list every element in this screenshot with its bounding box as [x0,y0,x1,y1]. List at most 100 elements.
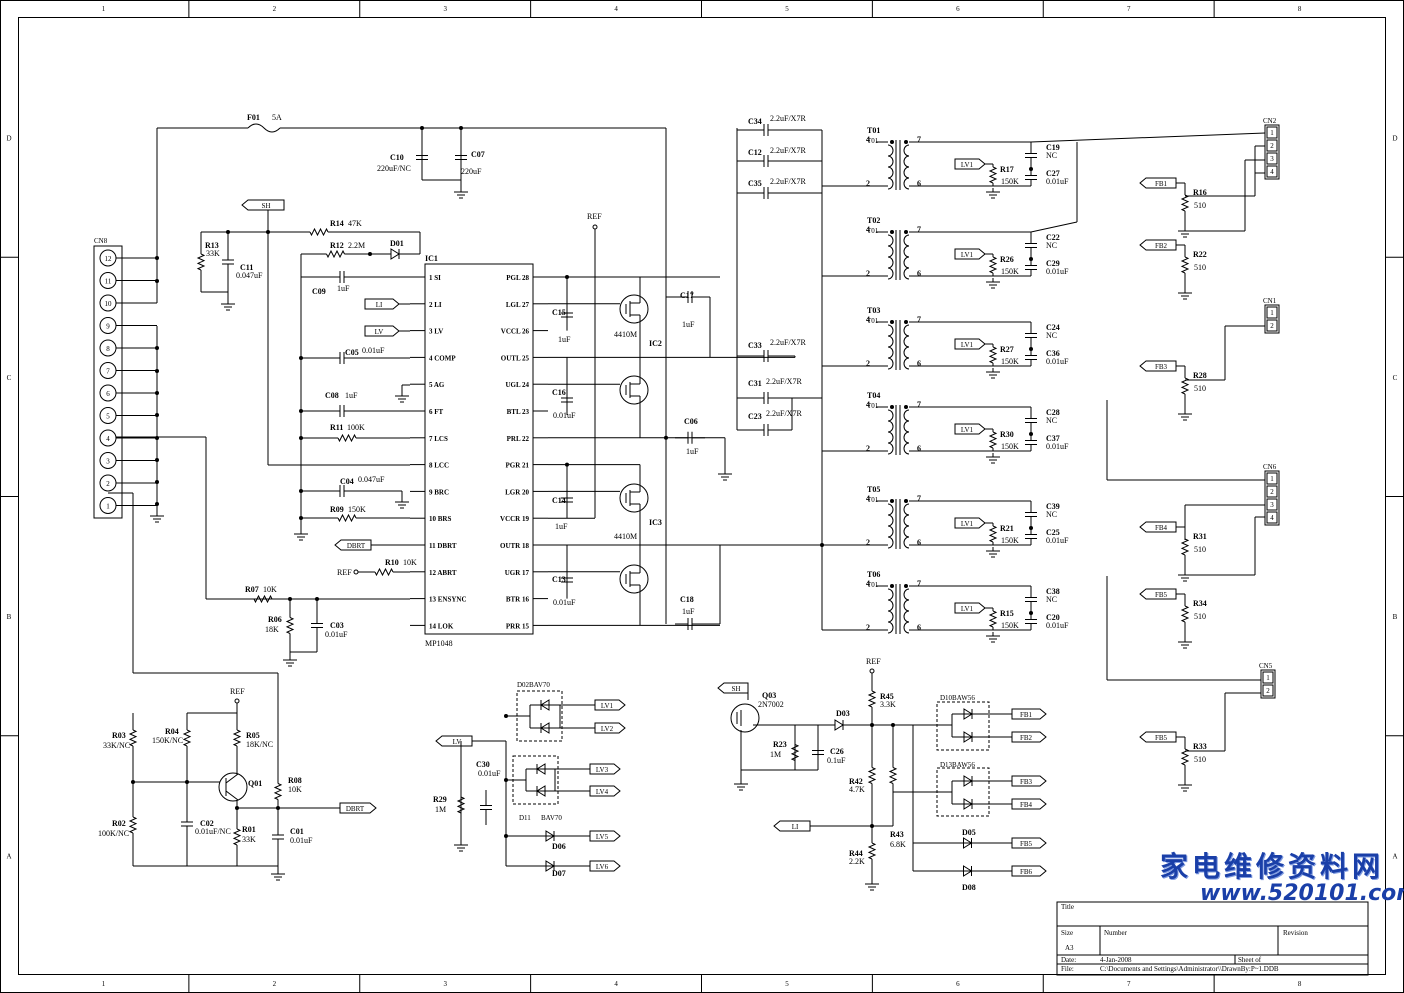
t01-pin7: 7 [917,135,921,144]
label-ic1: IC1 [425,254,438,263]
label-q03v: 2N7002 [758,700,784,709]
t02-pin4: 4 [866,225,870,234]
label-col-5: 5 [785,5,789,13]
label-v510: 510 [1194,612,1206,621]
label-c33: C33 [748,341,762,350]
label-lv: LV [453,738,462,746]
label-c26v: 0.1uF [827,756,846,765]
label-r44: R44 [849,849,863,858]
label-r08v: 10K [288,785,302,794]
label-row-D: D [6,135,11,143]
label-ic1-pin-l-4: 5 AG [429,381,445,389]
label-title_block.number_label: Number [1104,929,1128,937]
label-t01: T01 [867,581,879,589]
label-c10: C10 [390,153,404,162]
label-r43: R43 [890,830,904,839]
label-r12v: 2.2M [348,241,365,250]
label-r13v: 33K [206,249,220,258]
label-r11: R11 [330,423,343,432]
label-c23: C23 [748,412,762,421]
label-v510: 510 [1194,201,1206,210]
t05-pin7: 7 [917,494,921,503]
label-nc: NC [1046,151,1057,160]
t03-pin6: 6 [917,359,921,368]
cn2-pin-2: 2 [1270,142,1274,150]
label-nc: NC [1046,595,1057,604]
label-c01: C01 [290,827,304,836]
label-r13: R13 [205,241,219,250]
label-d06: D06 [552,842,566,851]
label-lv3: LV3 [596,766,609,774]
label-c18: C18 [680,595,694,604]
label-cn1: CN1 [1263,297,1277,305]
label-title_block.size: A3 [1065,944,1074,952]
label-col-b-2: 2 [273,980,277,988]
t04-pin6: 6 [917,444,921,453]
label-row-r-C: C [1393,374,1398,382]
label-r23v: 1M [770,750,781,759]
label-r27: R27 [1000,345,1014,354]
label-c18v: 1uF [682,607,695,616]
label-r03: R03 [112,731,126,740]
label-cn8-pin-4: 4 [106,435,110,443]
label-ic1part: MP1048 [425,639,453,648]
label-ic1-pin-l-13: 14 LOK [429,622,454,630]
label-c39: C39 [1046,502,1060,511]
label-c03: C03 [330,621,344,630]
label-row-A: A [6,852,11,860]
label-cn8-pin-9: 9 [106,323,110,331]
t02-pin7: 7 [917,225,921,234]
label-ic1-pin-l-10: 11 DBRT [429,542,457,550]
label-t01: T01 [867,496,879,504]
label-r28: R28 [1193,371,1207,380]
label-li: LI [792,823,799,831]
label-lv1: LV1 [961,161,974,169]
label-c09v: 1uF [337,284,350,293]
label-r30: R30 [1000,430,1014,439]
t06-pin7: 7 [917,579,921,588]
label-c26: C26 [830,747,844,756]
label-lv1: LV1 [961,605,974,613]
label-cap22: 2.2uF/X7R [770,177,806,186]
label-ic1-pin-r-0: PGL 28 [506,274,529,282]
label-c31: C31 [748,379,762,388]
label-lv1: LV1 [961,426,974,434]
label-v150k: 150K [1001,621,1019,630]
label-r10v: 10K [403,558,417,567]
label-ic3: IC3 [649,518,662,527]
label-v001: 0.01uF [1046,267,1069,276]
label-col-b-1: 1 [102,980,106,988]
label-c07: C07 [471,150,485,159]
label-t01: T01 [867,402,879,410]
label-c30v: 0.01uF [478,769,501,778]
label-c02v: 0.01uF/NC [195,827,231,836]
t02-pin2: 2 [866,269,870,278]
label-title_block.date: 4-Jan-2008 [1100,956,1132,964]
label-cn8-pin-2: 2 [106,480,110,488]
label-r01: R01 [242,825,256,834]
label-r21: R21 [1000,524,1014,533]
label-r45v: 3.3K [880,700,896,709]
label-nc: NC [1046,510,1057,519]
label-r42: R42 [849,777,863,786]
t01-pin2: 2 [866,179,870,188]
label-ic1-pin-r-13: PRR 15 [506,622,530,630]
label-r29: R29 [433,795,447,804]
label-cn8-pin-12: 12 [105,255,113,263]
label-r34: R34 [1193,599,1207,608]
t04-pin2: 2 [866,444,870,453]
label-t02: T02 [867,216,880,225]
label-ic1-pin-r-3: OUTL 25 [501,354,530,362]
label-t03: T03 [867,306,880,315]
label-cn6: CN6 [1263,463,1277,471]
label-fb5: FB5 [1155,734,1168,742]
label-row-r-B: B [1393,613,1398,621]
t01-pin6: 6 [917,179,921,188]
t05-pin2: 2 [866,538,870,547]
label-r44v: 2.2K [849,857,865,866]
label-dbrt: DBRT [347,542,366,550]
label-c14v: 1uF [555,522,568,531]
label-d05: D05 [962,828,976,837]
t06-pin4: 4 [866,579,870,588]
label-cn8-pin-6: 6 [106,390,110,398]
